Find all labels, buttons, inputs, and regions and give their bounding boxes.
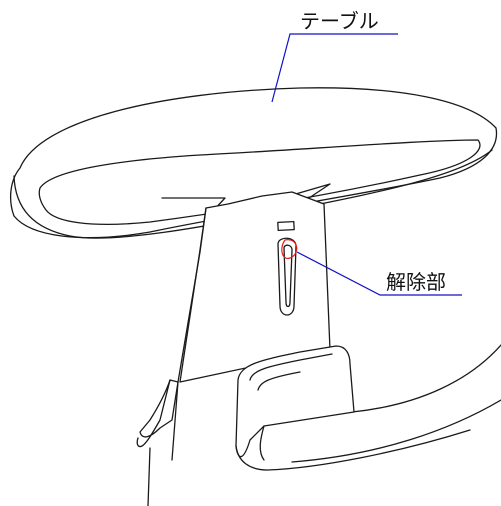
table-leader-line <box>271 33 398 103</box>
table-top <box>9 87 498 239</box>
release-label: 解除部 <box>386 270 446 294</box>
armrest-block <box>235 345 471 471</box>
left-leg <box>136 379 179 506</box>
release-highlight <box>281 239 298 260</box>
release-slot <box>277 237 297 316</box>
table-label: テーブル <box>300 9 379 33</box>
seat-back-curve <box>351 344 501 413</box>
upper-slot <box>277 220 295 232</box>
right-mount-tab <box>281 183 331 205</box>
seat-back-curve-lower <box>291 399 501 463</box>
release-leader-line <box>296 251 462 296</box>
